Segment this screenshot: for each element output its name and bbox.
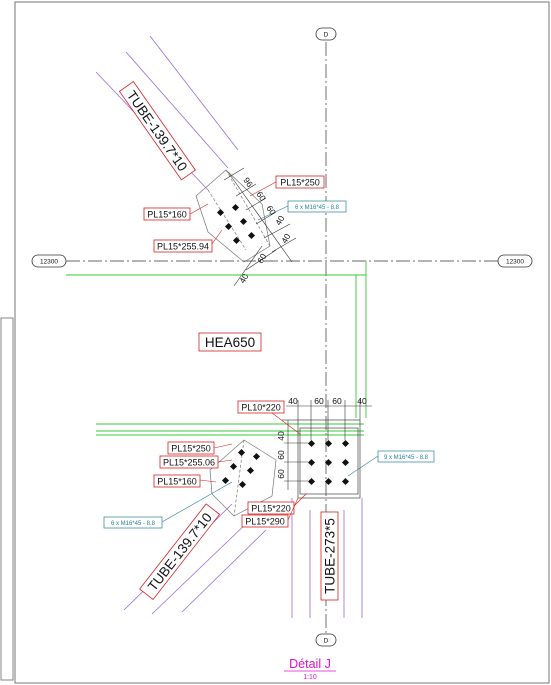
dim-lower-top-2: 60	[314, 396, 324, 406]
tube-vertical-text: TUBE-273*5	[323, 518, 338, 594]
svg-text:PL15*250: PL15*250	[280, 178, 320, 188]
grid-marker-bottom-label: D	[324, 638, 329, 645]
dim-lower-side-1: 40	[276, 431, 286, 441]
label-pl15-250-lower: PL15*250	[167, 441, 233, 455]
bolt-icon	[247, 231, 256, 240]
left-panel-frame	[0, 317, 14, 681]
detail-title-text: Détail J	[289, 657, 331, 671]
grid-marker-top-label: D	[324, 32, 329, 39]
label-beam: HEA650	[198, 332, 262, 352]
bolt-icon	[341, 477, 350, 486]
label-pl10-220: PL10*220	[237, 400, 301, 435]
dim-lower-side-3: 60	[276, 469, 286, 479]
bolt-icon	[324, 439, 333, 448]
svg-text:6 x M16*45 - 8.8: 6 x M16*45 - 8.8	[111, 521, 156, 527]
bolt-icon	[231, 203, 240, 212]
vertical-tube-outline	[291, 498, 363, 618]
bolt-icon	[324, 458, 333, 467]
svg-text:PL15*290: PL15*290	[245, 517, 285, 527]
grid-marker-left: 12300	[31, 254, 67, 268]
bolt-icon	[341, 439, 350, 448]
bolt-icon	[216, 208, 225, 217]
detail-scale-text: 1:10	[303, 674, 317, 681]
lower-end-plate	[297, 419, 361, 499]
label-pl15-160-upper: PL15*160	[143, 203, 209, 221]
grid-marker-left-label: 12300	[40, 259, 58, 266]
tube-upper-text: TUBE-139.7*10	[124, 88, 191, 174]
bolt-icon	[341, 458, 350, 467]
label-bolts-lower-left: 6 x M16*45 - 8.8	[103, 481, 233, 529]
dim-upper-bottom-2: 40	[237, 272, 251, 285]
label-tube-upper: TUBE-139.7*10	[118, 81, 196, 181]
label-pl15-160-lower: PL15*160	[153, 474, 217, 488]
bolt-icon	[237, 448, 246, 457]
svg-text:PL10*220: PL10*220	[241, 403, 281, 413]
bolt-icon	[221, 476, 230, 485]
dim-upper-bottom-1: 60	[255, 252, 269, 265]
label-pl15-290-lower: PL15*290	[241, 497, 299, 528]
upper-bolt-group	[216, 203, 256, 245]
svg-text:6 x M16*45 - 8.8: 6 x M16*45 - 8.8	[295, 205, 340, 211]
dim-upper-top-1: 96	[241, 175, 255, 189]
upper-dimension-texts: 96 60 60 40 40 60 40	[237, 175, 293, 285]
dim-upper-side-2: 40	[279, 232, 293, 245]
lower-bolt-grid	[307, 439, 350, 486]
lower-dimension-lines	[282, 400, 372, 490]
dim-lower-top-4: 40	[357, 396, 367, 406]
dim-lower-top-3: 60	[332, 396, 342, 406]
dim-upper-top-2: 60	[254, 189, 268, 203]
grid-marker-bottom: D	[315, 633, 337, 647]
detail-title: Détail J 1:10	[284, 657, 336, 681]
label-pl15-25594-upper: PL15*255.94	[153, 229, 223, 253]
lower-bolt-group	[221, 448, 261, 489]
bolt-icon	[307, 477, 316, 486]
bolt-icon	[229, 462, 238, 471]
label-pl15-250-upper: PL15*250	[249, 175, 325, 197]
dim-upper-side-1: 40	[273, 214, 287, 227]
bolt-icon	[307, 439, 316, 448]
svg-text:PL15*160: PL15*160	[157, 477, 197, 487]
label-tube-vertical: TUBE-273*5	[320, 511, 339, 601]
svg-text:PL15*220: PL15*220	[251, 504, 291, 514]
bolt-icon	[239, 217, 248, 226]
dim-lower-top-1: 40	[288, 396, 298, 406]
bolt-icon	[324, 477, 333, 486]
svg-text:9 x M16*45 - 8.8: 9 x M16*45 - 8.8	[384, 455, 429, 461]
svg-text:PL15*255.06: PL15*255.06	[163, 458, 215, 468]
bolt-icon	[246, 466, 255, 475]
grid-marker-top: D	[315, 27, 337, 41]
bolt-icon	[252, 452, 261, 461]
svg-text:PL15*160: PL15*160	[147, 210, 187, 220]
grid-marker-right-label: 12300	[506, 259, 524, 266]
beam-text: HEA650	[205, 335, 255, 350]
grid-marker-right: 12300	[497, 254, 533, 268]
svg-text:PL15*255.94: PL15*255.94	[157, 242, 209, 252]
bolt-icon	[224, 222, 233, 231]
upper-gusset-plate	[195, 169, 271, 263]
beam-outline	[66, 261, 367, 436]
label-bolts-lower-right: 9 x M16*45 - 8.8	[347, 450, 435, 477]
label-pl15-220-lower: PL15*220	[247, 493, 307, 515]
dim-lower-side-2: 60	[276, 450, 286, 460]
label-bolts-upper: 6 x M16*45 - 8.8	[257, 200, 347, 221]
lower-dimension-texts: 40 60 60 40 40 60 60	[276, 396, 367, 479]
upper-tube-outline	[95, 35, 239, 191]
svg-text:PL15*250: PL15*250	[171, 444, 211, 454]
bolt-icon	[232, 236, 241, 245]
upper-dimension-lines	[223, 167, 297, 287]
bolt-icon	[307, 458, 316, 467]
label-pl15-25506-lower: PL15*255.06	[159, 455, 233, 469]
sheet-frame	[14, 1, 550, 684]
bolt-icon	[238, 480, 247, 489]
